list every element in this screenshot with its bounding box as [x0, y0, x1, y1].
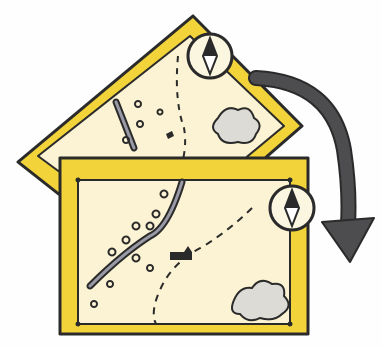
back-map-dots — [122, 100, 164, 144]
front-map-trail — [152, 207, 253, 325]
back-map-cloud — [212, 107, 261, 144]
back-map-compass-icon — [186, 32, 234, 80]
front-map-corner-pins — [75, 177, 293, 327]
back-map-landmark — [166, 131, 174, 139]
front-map-cloud — [231, 279, 290, 322]
front-map-compass-icon — [268, 184, 316, 232]
front-map-dots — [90, 189, 169, 308]
front-map — [58, 156, 316, 336]
back-map-trail — [175, 55, 187, 177]
rotate-arrow-icon — [248, 70, 375, 263]
